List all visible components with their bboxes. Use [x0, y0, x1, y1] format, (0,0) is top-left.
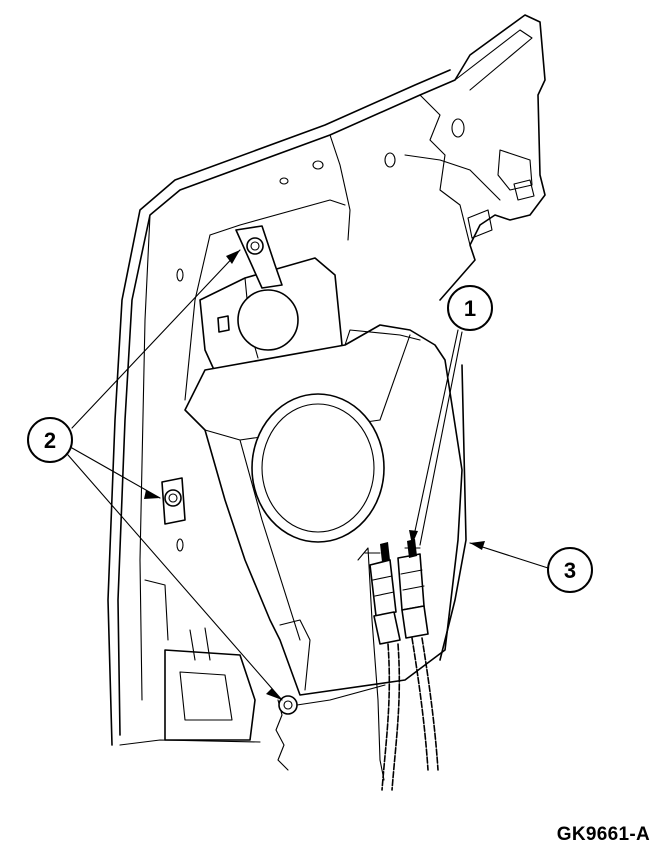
figure-code: GK9661-A — [556, 824, 650, 845]
bottom-mounting-nut — [275, 684, 386, 771]
callout-3: 3 — [547, 547, 593, 593]
callout-2-label: 2 — [44, 428, 56, 453]
top-mounting-nut — [235, 225, 283, 289]
callout-2: 2 — [27, 417, 73, 463]
callout-1-label: 1 — [464, 296, 476, 321]
side-mounting-nut — [161, 477, 186, 525]
callout-1: 1 — [447, 285, 493, 331]
callout-3-label: 3 — [564, 558, 576, 583]
trim-edge — [439, 364, 467, 661]
door-panel — [107, 14, 546, 746]
electrical-connectors — [357, 539, 439, 791]
callout-leaders — [67, 249, 549, 701]
